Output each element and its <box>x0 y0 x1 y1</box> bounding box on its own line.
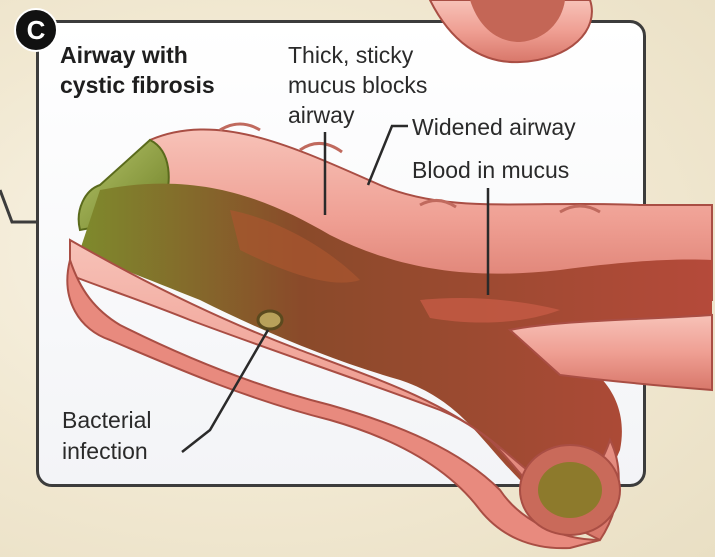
label-bacterial-line1: Bacterial <box>62 405 151 435</box>
bacterial-spot <box>258 311 282 329</box>
label-mucus-line1: Thick, sticky <box>288 40 413 70</box>
panel-title-line1: Airway with <box>60 40 188 70</box>
leader-widened <box>368 126 408 185</box>
label-bacterial-line2: infection <box>62 436 148 466</box>
label-widened-airway: Widened airway <box>412 112 576 142</box>
upper-branch-airway <box>430 0 592 62</box>
label-mucus-line2: mucus blocks <box>288 70 427 100</box>
panel-badge: C <box>14 8 58 52</box>
label-mucus-line3: airway <box>288 100 354 130</box>
panel-title-line2: cystic fibrosis <box>60 70 215 100</box>
label-blood-in-mucus: Blood in mucus <box>412 155 569 185</box>
